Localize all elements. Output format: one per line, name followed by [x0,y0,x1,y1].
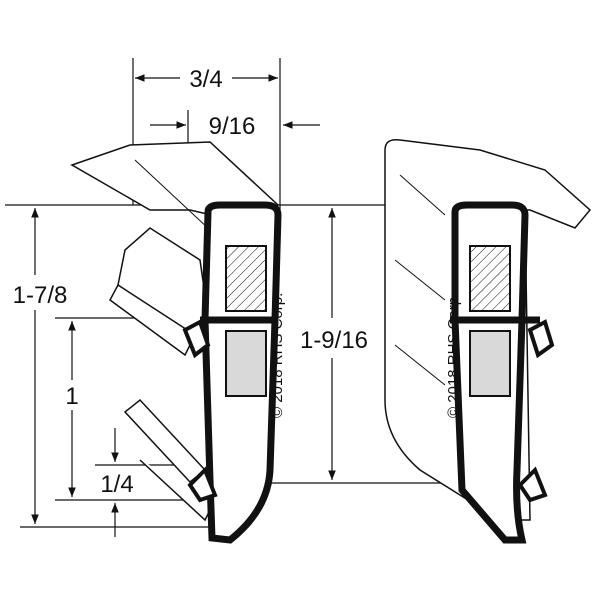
dimension-lines [5,58,460,537]
dim-label-height-small: 1/4 [100,471,133,498]
right-gasket [450,201,555,544]
dim-label-height-overall: 1-7/8 [13,282,68,309]
magnet-hatched [225,245,267,312]
magnet-hatched [469,245,511,312]
magnet-gray [225,330,267,397]
magnet-gray [469,330,511,397]
dim-label-height-mid: 1 [65,383,78,410]
left-gasket [182,201,282,544]
dim-label-width-inner: 9/16 [209,113,256,140]
copyright-right: © 2018 RHS Corp. [445,293,462,418]
dim-label-height-gasket: 1-9/16 [300,327,368,354]
dim-label-width-overall: 3/4 [189,66,222,93]
copyright-left: © 2018 RHS Corp. [269,293,286,418]
